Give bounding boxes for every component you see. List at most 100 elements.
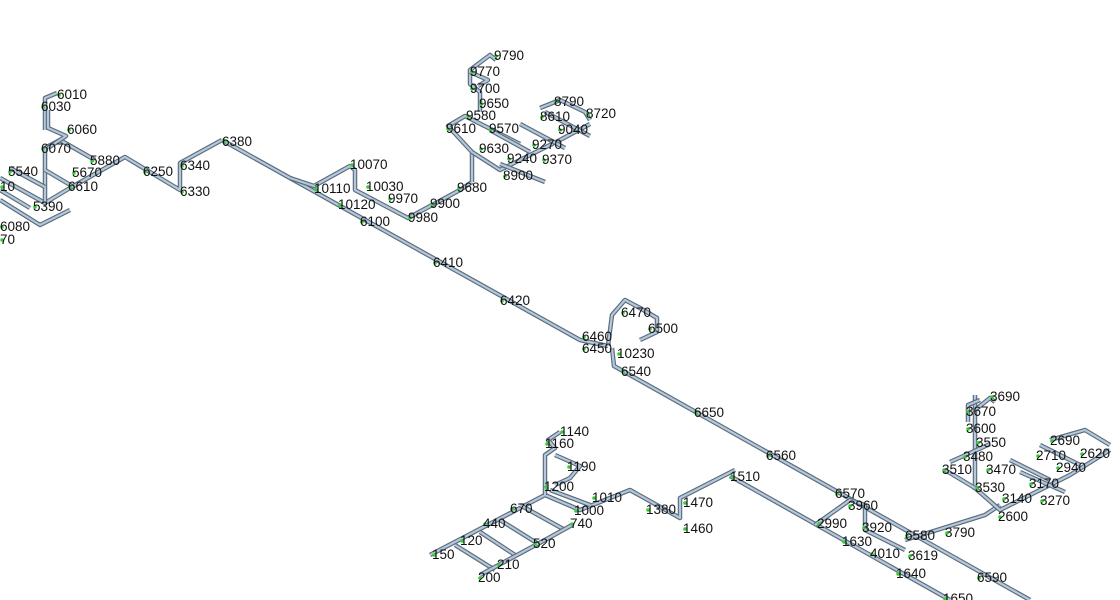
node-marker[interactable] [560, 430, 564, 434]
node-marker[interactable] [470, 70, 474, 74]
pipe-segment-highlight[interactable] [469, 70, 490, 87]
pipe-segment-highlight[interactable] [543, 431, 561, 495]
node-marker[interactable] [842, 540, 846, 544]
pipe-segment-highlight[interactable] [519, 123, 566, 149]
pipe-segment-highlight[interactable] [43, 91, 58, 130]
node-marker[interactable] [942, 468, 946, 472]
node-marker[interactable] [460, 539, 464, 543]
pipe-segment-highlight[interactable] [479, 531, 516, 556]
node-marker[interactable] [408, 216, 412, 220]
node-marker[interactable] [945, 531, 949, 535]
node-marker[interactable] [479, 147, 483, 151]
node-marker[interactable] [542, 158, 546, 162]
node-marker[interactable] [574, 509, 578, 513]
node-marker[interactable] [1080, 452, 1084, 456]
node-marker[interactable] [1040, 499, 1044, 503]
pipe-segment-highlight[interactable] [489, 129, 531, 153]
node-marker[interactable] [0, 225, 4, 229]
node-marker[interactable] [621, 311, 625, 315]
pipe-segment-highlight[interactable] [0, 199, 71, 227]
node-marker[interactable] [432, 553, 436, 557]
node-marker[interactable] [497, 563, 501, 567]
node-marker[interactable] [57, 93, 61, 97]
node-marker[interactable] [510, 507, 514, 511]
node-marker[interactable] [817, 522, 821, 526]
node-marker[interactable] [943, 597, 947, 600]
node-marker[interactable] [67, 128, 71, 132]
pipe-segment-highlight[interactable] [499, 162, 546, 184]
node-marker[interactable] [470, 87, 474, 91]
node-marker[interactable] [544, 485, 548, 489]
node-marker[interactable] [479, 102, 483, 106]
node-marker[interactable] [990, 395, 994, 399]
node-marker[interactable] [489, 127, 493, 131]
node-marker[interactable] [41, 147, 45, 151]
pipe-segment-highlight[interactable] [610, 347, 1031, 600]
node-marker[interactable] [540, 115, 544, 119]
node-marker[interactable] [1056, 466, 1060, 470]
pipe-segment-highlight[interactable] [499, 519, 541, 546]
node-marker[interactable] [446, 127, 450, 131]
pipe-segment-highlight[interactable] [1009, 459, 1051, 481]
node-marker[interactable] [143, 170, 147, 174]
node-marker[interactable] [222, 140, 226, 144]
pipe-segment-highlight[interactable] [468, 53, 497, 112]
node-marker[interactable] [545, 442, 549, 446]
node-marker[interactable] [966, 427, 970, 431]
node-marker[interactable] [582, 347, 586, 351]
node-marker[interactable] [433, 261, 437, 265]
node-marker[interactable] [908, 554, 912, 558]
node-marker[interactable] [963, 455, 967, 459]
node-marker[interactable] [582, 335, 586, 339]
pipe-segment-highlight[interactable] [519, 504, 566, 531]
pipe-segment-highlight[interactable] [1039, 444, 1081, 466]
pipe-segment-highlight[interactable] [454, 544, 496, 571]
node-marker[interactable] [0, 185, 4, 189]
node-marker[interactable] [1029, 482, 1033, 486]
node-marker[interactable] [494, 54, 498, 58]
node-marker[interactable] [648, 327, 652, 331]
node-marker[interactable] [478, 576, 482, 580]
node-marker[interactable] [350, 163, 354, 167]
pipe-segment-highlight[interactable] [221, 139, 609, 348]
node-marker[interactable] [966, 410, 970, 414]
pipe-segment-highlight[interactable] [289, 164, 473, 220]
node-marker[interactable] [766, 454, 770, 458]
node-marker[interactable] [896, 572, 900, 576]
pipe-segment-highlight[interactable] [974, 396, 996, 411]
node-marker[interactable] [72, 171, 76, 175]
node-marker[interactable] [33, 205, 37, 209]
node-marker[interactable] [683, 527, 687, 531]
node-marker[interactable] [592, 496, 596, 500]
node-marker[interactable] [905, 534, 909, 538]
pipe-segment-highlight[interactable] [0, 189, 31, 209]
pipe-segment-highlight[interactable] [949, 442, 991, 464]
node-marker[interactable] [457, 186, 461, 190]
node-marker[interactable] [338, 203, 342, 207]
node-marker[interactable] [646, 508, 650, 512]
node-marker[interactable] [180, 164, 184, 168]
pipe-segment-highlight[interactable] [446, 114, 521, 182]
node-marker[interactable] [570, 522, 574, 526]
node-marker[interactable] [558, 128, 562, 132]
node-marker[interactable] [360, 220, 364, 224]
pipe-segment-highlight[interactable] [966, 398, 981, 422]
node-marker[interactable] [41, 105, 45, 109]
node-marker[interactable] [366, 185, 370, 189]
pipe-segment-highlight[interactable] [544, 111, 591, 137]
pipe-segment-highlight[interactable] [814, 498, 906, 551]
pipe-segment-highlight[interactable] [1019, 470, 1066, 494]
node-marker[interactable] [567, 465, 571, 469]
node-marker[interactable] [694, 411, 698, 415]
node-marker[interactable] [1036, 454, 1040, 458]
node-marker[interactable] [617, 352, 621, 356]
pipe-segment-highlight[interactable] [479, 524, 573, 576]
pipe-segment-highlight[interactable] [9, 167, 46, 188]
node-marker[interactable] [68, 185, 72, 189]
node-marker[interactable] [430, 202, 434, 206]
node-marker[interactable] [977, 576, 981, 580]
node-marker[interactable] [90, 159, 94, 163]
node-marker[interactable] [8, 170, 12, 174]
pipe-segment-highlight[interactable] [554, 453, 582, 486]
